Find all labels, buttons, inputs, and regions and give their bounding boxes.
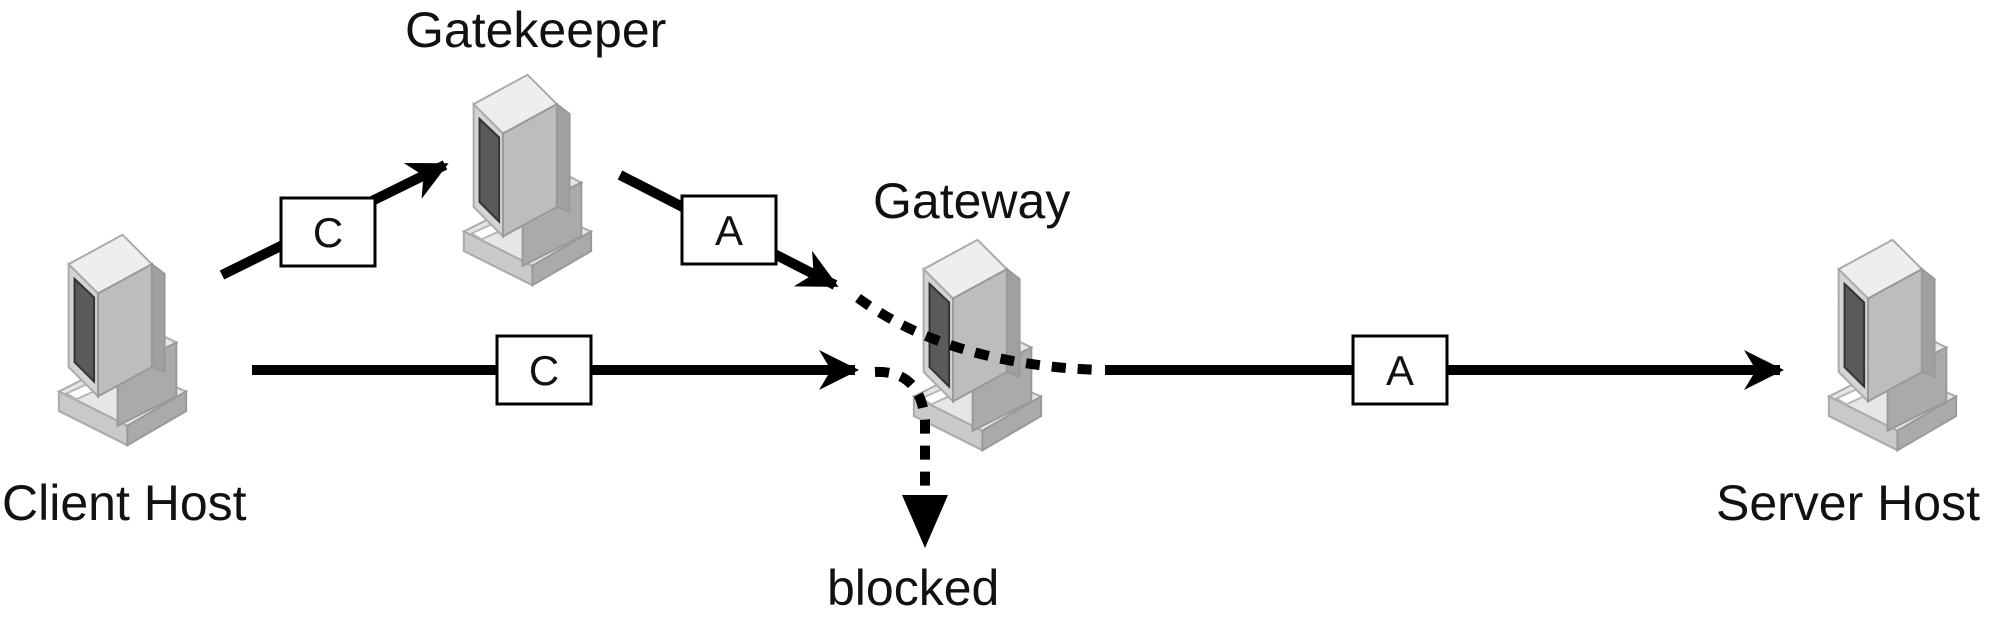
message-c-box-upper xyxy=(279,196,377,268)
dotted-route-blocked xyxy=(874,366,930,500)
message-c-lower-label: C xyxy=(529,347,559,394)
gatekeeper-computer-icon xyxy=(462,73,593,287)
client-host-label: Client Host xyxy=(2,475,247,531)
gateway-label: Gateway xyxy=(873,173,1070,229)
client-computer-icon xyxy=(57,233,188,447)
dotted-route-to-server xyxy=(855,293,1101,375)
message-c-box-lower xyxy=(495,334,593,406)
message-a-upper-label: A xyxy=(715,207,743,254)
blocked-arrowhead-icon xyxy=(902,495,948,548)
gatekeeper-label: Gatekeeper xyxy=(405,2,666,58)
server-computer-icon xyxy=(1827,238,1958,452)
server-host-label: Server Host xyxy=(1716,475,1980,531)
gateway-computer-icon xyxy=(912,238,1043,452)
message-c-upper-label: C xyxy=(313,209,343,256)
message-a-lower-label: A xyxy=(1386,347,1414,394)
blocked-label: blocked xyxy=(827,560,999,616)
gateway-dotted-routes xyxy=(855,293,1101,500)
message-a-box-lower xyxy=(1351,334,1449,406)
message-a-box-upper xyxy=(680,194,778,266)
